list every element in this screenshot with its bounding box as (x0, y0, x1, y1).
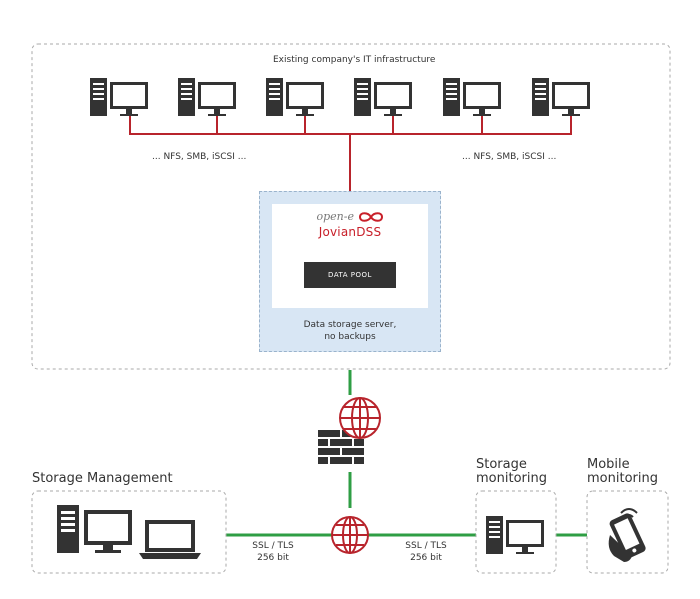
monitoring-computer-icon (486, 516, 544, 554)
storage-monitoring-title: Storage monitoring (476, 458, 547, 486)
infinity-logo-icon (358, 212, 383, 222)
client-computer-icon (532, 78, 590, 116)
mobile-monitoring-title: Mobile monitoring (587, 458, 658, 486)
client-computer-icon (266, 78, 324, 116)
brand-open-e: open-e (272, 210, 428, 223)
storage-monitoring-title-line1: Storage (476, 457, 527, 472)
data-pool-block: DATA POOL (304, 262, 396, 288)
laptop-icon (139, 520, 201, 559)
protocols-label-right: ... NFS, SMB, iSCSI ... (462, 152, 557, 162)
server-caption: Data storage server, no backups (260, 319, 440, 343)
nas-connections (129, 116, 572, 191)
ssl-label-right: SSL / TLS 256 bit (396, 540, 456, 564)
infrastructure-box (31, 43, 671, 370)
server-caption-line2: no backups (324, 332, 376, 342)
brand-logo-text: open-e (316, 210, 355, 223)
ssl-left-line1: SSL / TLS (252, 541, 294, 551)
client-computer-icon (178, 78, 236, 116)
ssl-right-line2: 256 bit (410, 553, 442, 563)
storage-management-title: Storage Management (32, 471, 173, 486)
brand-joviandss: JovianDSS (318, 225, 382, 239)
mobile-monitoring-box (586, 490, 669, 574)
secure-connections (226, 370, 587, 537)
mobile-phone-icon (608, 508, 646, 562)
client-computer-icon (354, 78, 412, 116)
client-computer-icon (90, 78, 148, 116)
ssl-label-left: SSL / TLS 256 bit (243, 540, 303, 564)
mobile-monitoring-title-line1: Mobile (587, 457, 630, 472)
storage-management-box (31, 490, 227, 574)
protocols-label-left: ... NFS, SMB, iSCSI ... (152, 152, 247, 162)
infrastructure-title: Existing company's IT infrastructure (273, 55, 436, 65)
ssl-left-line2: 256 bit (257, 553, 289, 563)
mobile-monitoring-title-line2: monitoring (587, 471, 658, 486)
globe-icon (331, 516, 369, 554)
server-panel: open-e JovianDSS DATA POOL (272, 204, 428, 308)
firewall-icon (318, 397, 381, 464)
storage-server-card: open-e JovianDSS DATA POOL Data storage … (259, 191, 441, 352)
storage-monitoring-title-line2: monitoring (476, 471, 547, 486)
client-computer-icon (443, 78, 501, 116)
ssl-right-line1: SSL / TLS (405, 541, 447, 551)
server-caption-line1: Data storage server, (303, 320, 397, 330)
management-computer-icon (57, 505, 132, 553)
